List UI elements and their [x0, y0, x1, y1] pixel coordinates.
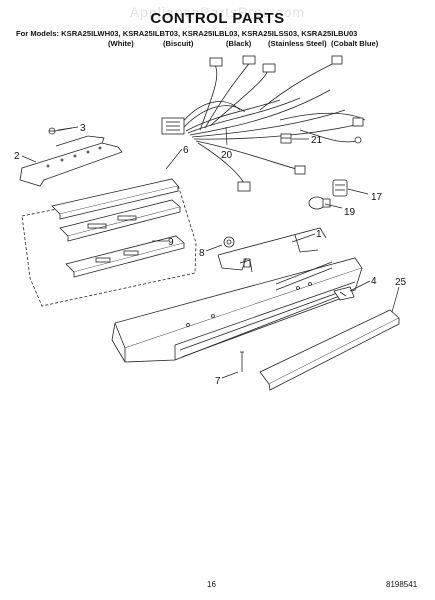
variant-biscuit: (Biscuit) — [163, 39, 194, 48]
callout-21: 21 — [311, 135, 323, 146]
screw-7 — [240, 351, 244, 372]
models-line: For Models: KSRA25ILWH03, KSRA25ILBT03, … — [16, 29, 358, 38]
control-bracket — [19, 135, 123, 187]
callout-17: 17 — [371, 192, 383, 203]
callout-2: 2 — [14, 151, 20, 162]
callout-19: 19 — [344, 207, 356, 218]
page-title: CONTROL PARTS — [150, 10, 285, 27]
light-bulb — [308, 196, 331, 210]
callout-4: 4 — [371, 276, 377, 287]
control-board-lower — [65, 235, 185, 278]
variant-black: (Black) — [226, 39, 252, 48]
callout-1: 1 — [316, 229, 322, 240]
callout-3: 3 — [80, 123, 86, 134]
screw-3 — [48, 127, 73, 135]
variant-white: (White) — [108, 39, 134, 48]
leader-lines — [21, 126, 400, 379]
document-number: 8198541 — [386, 580, 418, 589]
variant-stainless: (Stainless Steel) — [268, 39, 327, 48]
callout-25: 25 — [395, 277, 407, 288]
control-board-middle — [59, 199, 181, 242]
callout-8: 8 — [199, 248, 205, 259]
variant-cobalt: (Cobalt Blue) — [331, 39, 379, 48]
callout-7: 7 — [215, 376, 221, 387]
trim-strip — [259, 309, 400, 391]
page-number: 16 — [207, 580, 216, 589]
callout-6: 6 — [183, 145, 189, 156]
wire-harness — [161, 55, 366, 192]
wire-clip — [280, 133, 292, 144]
dashed-assembly-group — [21, 184, 197, 307]
trim-clip — [333, 286, 355, 301]
nut-8 — [223, 236, 235, 248]
control-housing — [111, 227, 363, 363]
control-board-upper — [51, 178, 179, 220]
callout-20: 20 — [221, 150, 233, 161]
callout-9: 9 — [168, 237, 174, 248]
watermark: AppliancePartsPros.com — [129, 4, 306, 20]
lamp-socket — [332, 179, 348, 197]
